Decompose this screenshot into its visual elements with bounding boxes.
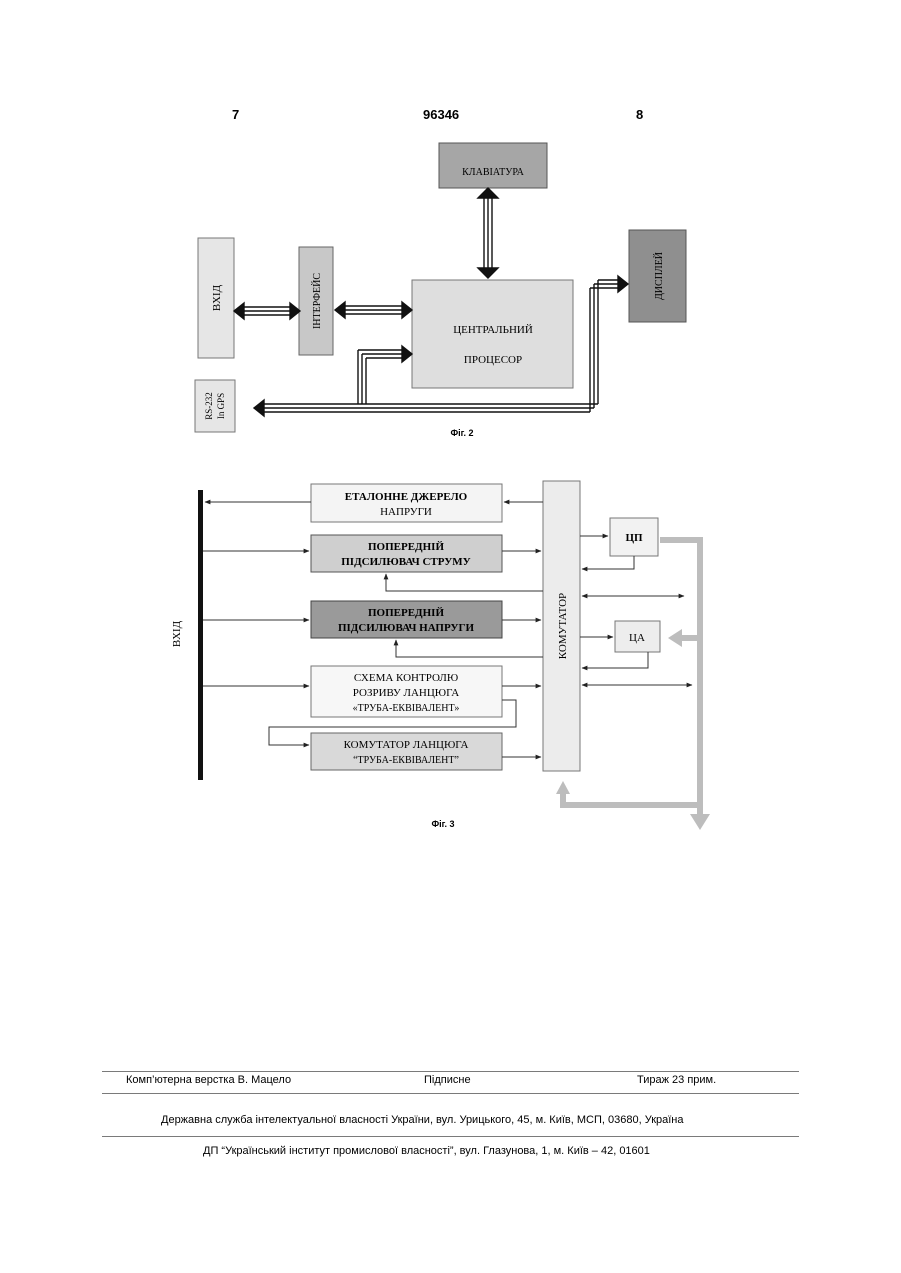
commutator-label: КОМУТАТОР	[557, 593, 569, 659]
ca-label: ЦА	[629, 632, 645, 644]
footer-divider-middle	[102, 1093, 799, 1094]
interface-label: ІНТЕРФЕЙС	[311, 273, 323, 329]
reference-voltage-line2: НАПРУГИ	[380, 506, 432, 518]
cpu-label-line1: ЦЕНТРАЛЬНИЙ	[453, 324, 533, 336]
chain-switch-line1: КОМУТАТОР ЛАНЦЮГА	[344, 739, 469, 751]
keyboard-label: КЛАВІАТУРА	[462, 167, 524, 178]
footer-layout-credit: Комп’ютерна верстка В. Мацело	[126, 1074, 291, 1086]
footer-institute: ДП “Український інститут промислової вла…	[203, 1145, 650, 1157]
footer-signed: Підписне	[424, 1074, 471, 1086]
grey-bus-arrows	[563, 540, 700, 815]
ca-block: ЦА	[615, 621, 660, 652]
interface-block: ІНТЕРФЕЙС	[299, 247, 333, 355]
fig2-caption: Фіг. 2	[450, 428, 473, 438]
chain-switch-line2: “ТРУБА-ЕКВІВАЛЕНТ”	[353, 755, 459, 766]
figure-3: ВХІД ЕТАЛОННЕ ДЖЕРЕЛО НАПРУГИ ПОПЕРЕДНІЙ…	[171, 481, 710, 830]
voltage-preamp-line2: ПІДСИЛЮВАЧ НАПРУГИ	[338, 622, 475, 634]
rs232-label-line1: RS-232	[204, 392, 214, 420]
reference-voltage-line1: ЕТАЛОННЕ ДЖЕРЕЛО	[345, 491, 468, 503]
break-control-line1: СХЕМА КОНТРОЛЮ	[354, 672, 458, 684]
reference-voltage-block: ЕТАЛОННЕ ДЖЕРЕЛО НАПРУГИ	[311, 484, 502, 522]
current-preamp-block: ПОПЕРЕДНІЙ ПІДСИЛЮВАЧ СТРУМУ	[311, 535, 502, 572]
break-control-line2: РОЗРИВУ ЛАНЦЮГА	[353, 687, 460, 699]
cp-label: ЦП	[625, 532, 643, 544]
footer-divider-bottom	[102, 1136, 799, 1137]
input-label-fig2: ВХІД	[211, 284, 223, 311]
keyboard-block: КЛАВІАТУРА	[439, 143, 547, 188]
break-control-block: СХЕМА КОНТРОЛЮ РОЗРИВУ ЛАНЦЮГА «ТРУБА-ЕК…	[311, 666, 502, 717]
chain-switch-block: КОМУТАТОР ЛАНЦЮГА “ТРУБА-ЕКВІВАЛЕНТ”	[311, 733, 502, 770]
current-preamp-line2: ПІДСИЛЮВАЧ СТРУМУ	[341, 556, 470, 568]
input-block-fig2: ВХІД	[198, 238, 234, 358]
footer-print-run: Тираж 23 прим.	[637, 1074, 716, 1086]
voltage-preamp-line1: ПОПЕРЕДНІЙ	[368, 607, 444, 619]
cpu-block: ЦЕНТРАЛЬНИЙ ПРОЦЕСОР	[412, 280, 573, 388]
cp-block: ЦП	[610, 518, 658, 556]
rs232-block: RS-232 In GPS	[195, 380, 235, 432]
rs232-label-line2: In GPS	[216, 393, 226, 419]
fig3-caption: Фіг. 3	[431, 819, 454, 829]
voltage-preamp-block: ПОПЕРЕДНІЙ ПІДСИЛЮВАЧ НАПРУГИ	[311, 601, 502, 638]
cpu-label-line2: ПРОЦЕСОР	[464, 354, 522, 366]
current-preamp-line1: ПОПЕРЕДНІЙ	[368, 541, 444, 553]
input-bus-bar	[198, 490, 203, 780]
commutator-block: КОМУТАТОР	[543, 481, 580, 771]
footer-agency: Державна служба інтелектуальної власност…	[161, 1114, 684, 1126]
footer-divider-top	[102, 1071, 799, 1072]
display-block: ДИСПЛЕЙ	[629, 230, 686, 322]
display-label: ДИСПЛЕЙ	[653, 252, 665, 300]
input-label-fig3: ВХІД	[171, 620, 183, 647]
figure-2: КЛАВІАТУРА ДИСПЛЕЙ ВХІД ІНТЕРФЕЙС ЦЕНТРА…	[195, 143, 686, 438]
break-control-line3: «ТРУБА-ЕКВІВАЛЕНТ»	[353, 703, 460, 714]
